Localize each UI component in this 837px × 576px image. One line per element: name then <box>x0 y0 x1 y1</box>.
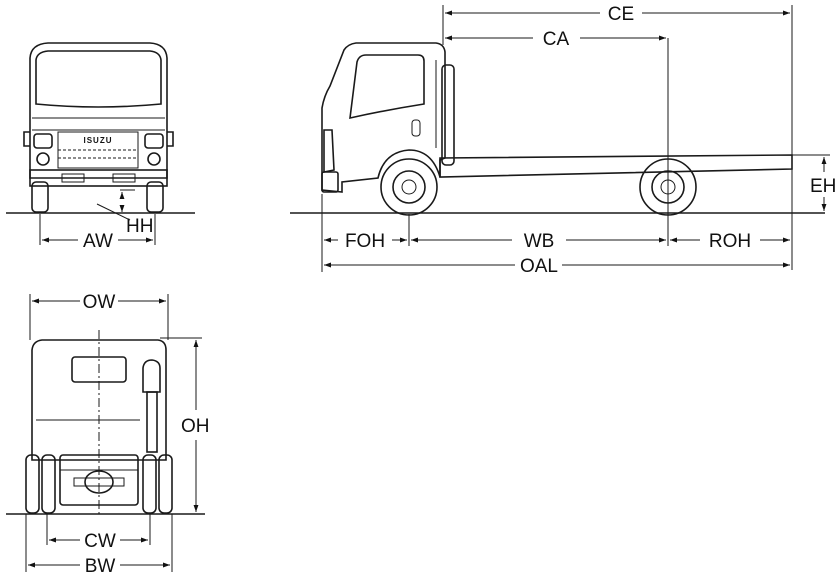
front-wheel <box>380 158 438 216</box>
rear-cab-outline <box>31 339 167 461</box>
isuzu-badge: ISUZU <box>84 136 113 145</box>
front-right-mirror <box>167 131 174 147</box>
front-right-tire <box>146 181 164 213</box>
door-handle <box>411 119 421 137</box>
side-view: CE CA EH FOH WB ROH OAL <box>290 4 836 277</box>
front-bumper <box>29 169 168 187</box>
front-left-tire <box>31 181 49 213</box>
front-view: ISUZU HH AW <box>6 42 195 252</box>
front-bumper-left-light <box>61 173 85 183</box>
eh-label: EH <box>810 176 836 197</box>
front-wheel-hub <box>392 170 426 204</box>
rear-right-inner-tire <box>142 454 157 514</box>
front-right-foglight <box>147 152 161 166</box>
side-mirror-arm <box>441 64 455 166</box>
chassis-frame <box>439 154 793 178</box>
foh-label: FOH <box>345 231 385 252</box>
front-cab-outline <box>29 42 168 179</box>
front-windshield <box>35 50 162 108</box>
rear-air-intake <box>142 359 161 393</box>
front-left-mirror <box>23 131 30 147</box>
rear-right-outer-tire <box>158 454 173 514</box>
roh-label: ROH <box>709 231 751 252</box>
side-door-window <box>349 54 425 120</box>
aw-label: AW <box>83 231 113 252</box>
front-left-foglight <box>36 152 50 166</box>
rear-left-inner-tire <box>41 454 56 514</box>
rear-exhaust-pipe <box>146 391 158 453</box>
ow-label: OW <box>83 292 116 313</box>
ce-label: CE <box>608 4 634 25</box>
wb-label: WB <box>524 231 555 252</box>
oal-label: OAL <box>520 256 558 277</box>
front-bumper-right-light <box>112 173 136 183</box>
ca-label: CA <box>543 29 570 50</box>
side-cab-outline <box>321 42 446 193</box>
cw-label: CW <box>84 531 116 552</box>
side-bumper <box>321 171 339 193</box>
rear-left-outer-tire <box>25 454 40 514</box>
oh-label: OH <box>181 416 210 437</box>
hh-label: HH <box>126 216 153 237</box>
side-headlight <box>323 129 335 173</box>
front-right-headlight <box>144 133 164 149</box>
rear-view: OW OH CW BW <box>6 292 210 576</box>
bw-label: BW <box>85 556 116 576</box>
front-left-headlight <box>33 133 53 149</box>
